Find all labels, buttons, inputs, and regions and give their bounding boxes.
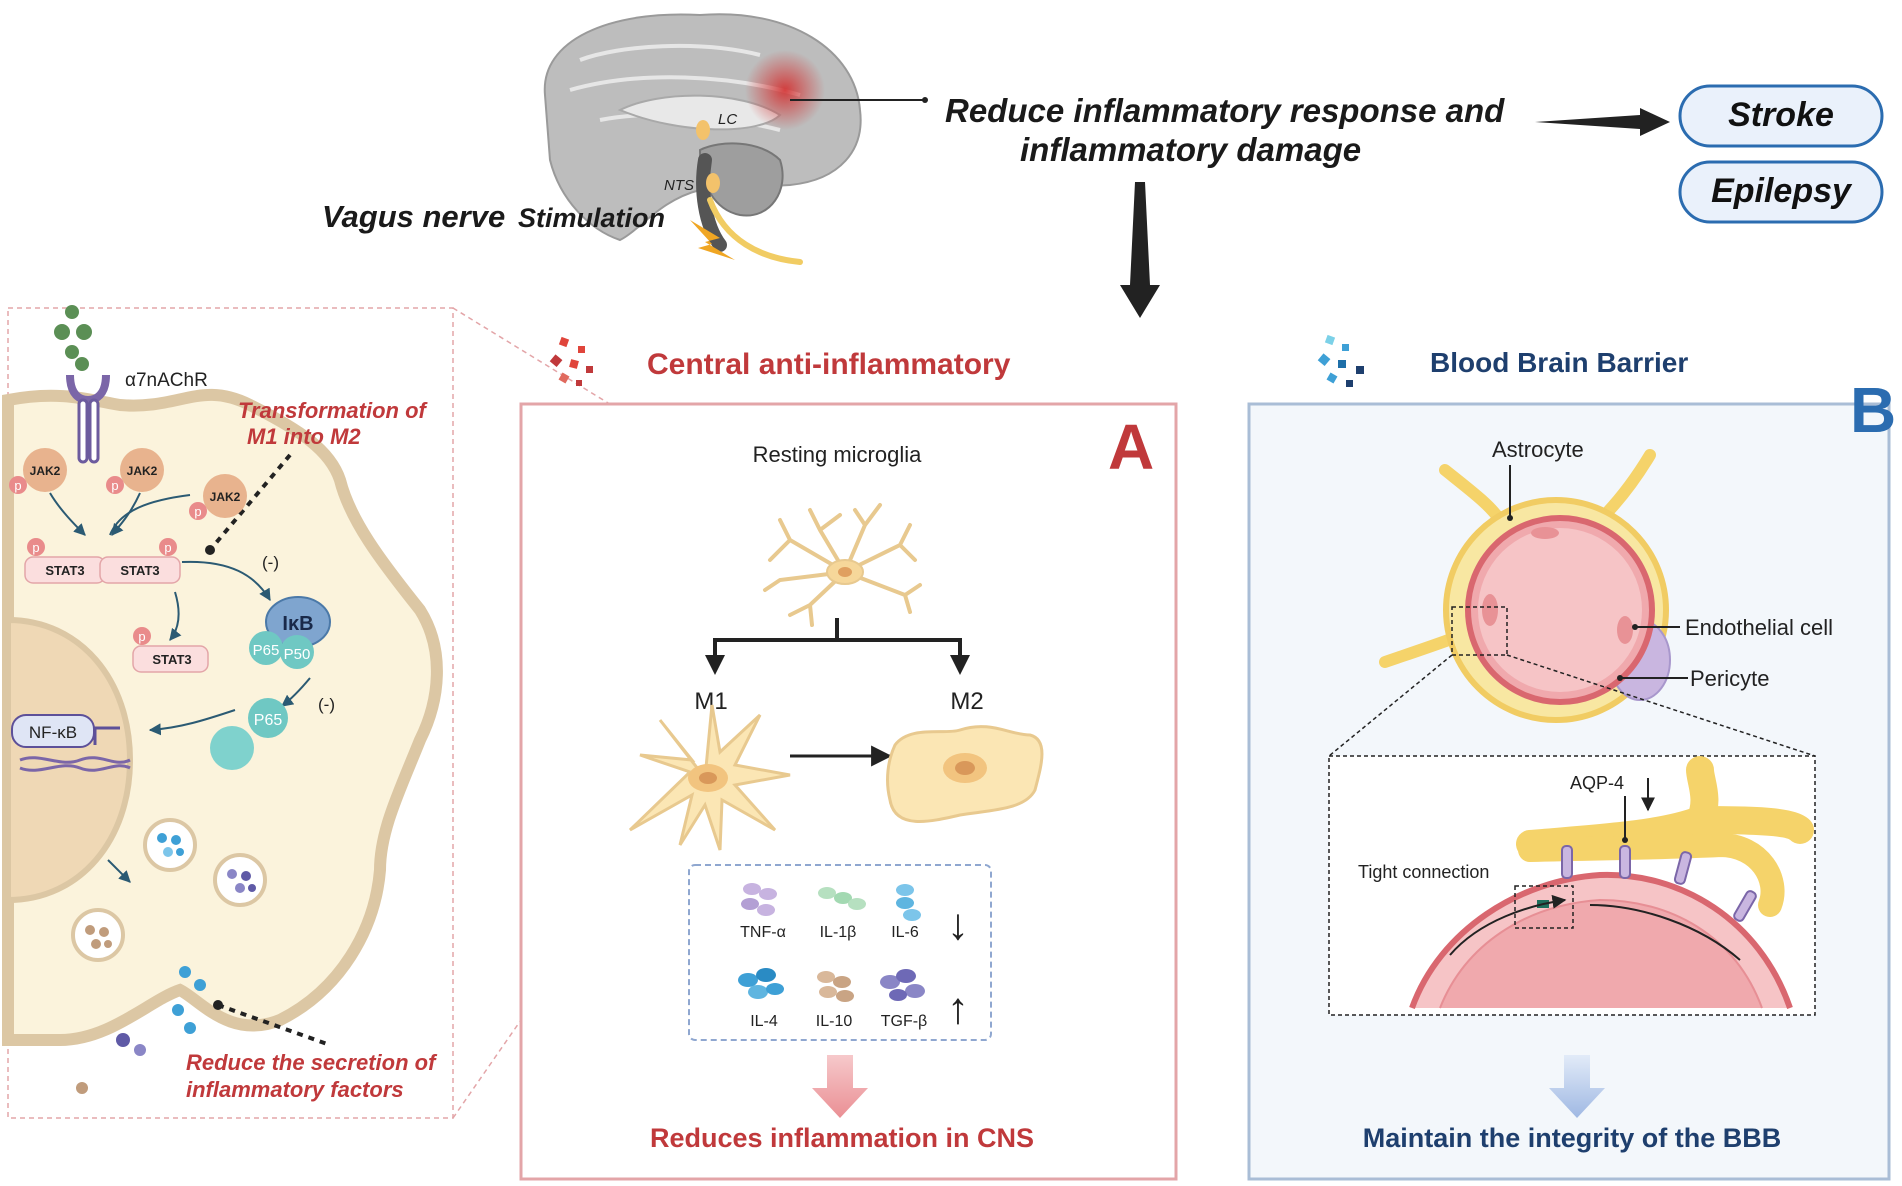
reduce-text-line2: inflammatory damage — [1020, 131, 1361, 168]
tnf-icon — [741, 883, 777, 916]
down-arrow-a — [812, 1055, 868, 1118]
resting-microglia-icon — [763, 503, 922, 627]
down-arrow-main — [1120, 182, 1160, 318]
disease-pill-epilepsy — [1678, 160, 1884, 224]
cytokine-il6: IL-6 — [891, 924, 919, 941]
receptor-icon — [66, 374, 110, 464]
vns-text-part1: Vagus nerve — [322, 199, 505, 234]
cytokine-il1b: IL-1β — [820, 924, 857, 941]
arrow-to-diseases — [1535, 108, 1670, 136]
p65-free: P65 — [254, 712, 283, 729]
stat3-1: STAT3 — [45, 563, 84, 578]
confetti-red-icon — [549, 336, 593, 386]
transformation-line2: M1 into M2 — [247, 424, 361, 449]
transformation-line1: Transformation of — [238, 398, 429, 423]
endothelial-label: Endothelial cell — [1685, 615, 1833, 640]
brain-illustration — [543, 13, 862, 265]
svg-text:p: p — [164, 540, 171, 555]
inhibit-1: (-) — [262, 553, 279, 572]
jak2-2: JAK2 — [127, 464, 158, 478]
svg-text:p: p — [194, 504, 201, 519]
panel-b-letter: B — [1850, 374, 1896, 446]
cytokine-il4: IL-4 — [750, 1013, 778, 1030]
down-arrow-b — [1549, 1055, 1605, 1118]
astrocyte-label: Astrocyte — [1492, 437, 1584, 462]
disease-stroke: Stroke — [1728, 96, 1834, 134]
aqp4-label: AQP-4 — [1570, 773, 1624, 793]
panel-a-conclusion: Reduces inflammation in CNS — [650, 1123, 1034, 1153]
vagus-nerve — [707, 197, 803, 265]
resting-label: Resting microglia — [753, 442, 922, 467]
arrow-down-cytokines: ↓ — [947, 900, 969, 949]
disease-pill-stroke — [1678, 84, 1884, 148]
stat3-2: STAT3 — [120, 563, 159, 578]
svg-text:P50: P50 — [284, 646, 311, 663]
ikb-label: IκB — [282, 613, 313, 635]
aqp4-channels-icon — [1561, 845, 1757, 922]
panel-b-conclusion: Maintain the integrity of the BBB — [1363, 1123, 1782, 1153]
cytokine-il10: IL-10 — [816, 1013, 853, 1030]
nfkb-label: NF-κB — [29, 723, 77, 742]
stimulation-glow — [745, 50, 825, 130]
reduce-text-line1: Reduce inflammatory response and — [945, 92, 1505, 129]
il6-icon — [896, 884, 921, 921]
lc-label: LC — [718, 111, 737, 128]
macrophage-cell — [1, 388, 443, 1046]
confetti-blue-icon — [1317, 334, 1364, 387]
tgfb-icon — [880, 969, 925, 1001]
cytokine-tnf: TNF-α — [740, 924, 786, 941]
pericyte-label: Pericyte — [1690, 666, 1769, 691]
receptor-label: α7nAChR — [125, 370, 208, 391]
secretion-line2: inflammatory factors — [186, 1077, 404, 1102]
panel-a-letter: A — [1108, 411, 1154, 483]
zoom-frame — [7, 307, 454, 1119]
svg-text:p: p — [14, 478, 21, 493]
vns-text-part2: Stimulation — [518, 203, 665, 233]
arrow-up-cytokines: ↑ — [947, 984, 969, 1033]
svg-text:p: p — [138, 629, 145, 644]
jak2-1: JAK2 — [30, 464, 61, 478]
nts-nucleus — [706, 173, 720, 193]
svg-text:P65: P65 — [253, 642, 280, 659]
nts-label: NTS — [664, 177, 694, 194]
stat3-3: STAT3 — [152, 652, 191, 667]
lc-nucleus — [696, 120, 710, 140]
il1b-icon — [818, 887, 866, 910]
disease-epilepsy: Epilepsy — [1711, 172, 1853, 210]
panel-b-title: Blood Brain Barrier — [1430, 347, 1688, 378]
svg-text:p: p — [32, 540, 39, 555]
m2-label: M2 — [950, 688, 983, 715]
inhibit-2: (-) — [318, 695, 335, 714]
secretion-line1: Reduce the secretion of — [186, 1050, 438, 1075]
cytokine-tgfb: TGF-β — [881, 1013, 928, 1030]
jak2-3: JAK2 — [210, 490, 241, 504]
svg-text:p: p — [111, 478, 118, 493]
panel-a-box — [519, 402, 1178, 1181]
panel-a-title: Central anti-inflammatory — [647, 348, 1011, 381]
tight-label: Tight connection — [1358, 862, 1489, 882]
il4-icon — [738, 968, 784, 999]
lightning-icon — [690, 220, 735, 260]
il10-icon — [817, 971, 854, 1002]
vessel-illustration — [1379, 449, 1671, 723]
